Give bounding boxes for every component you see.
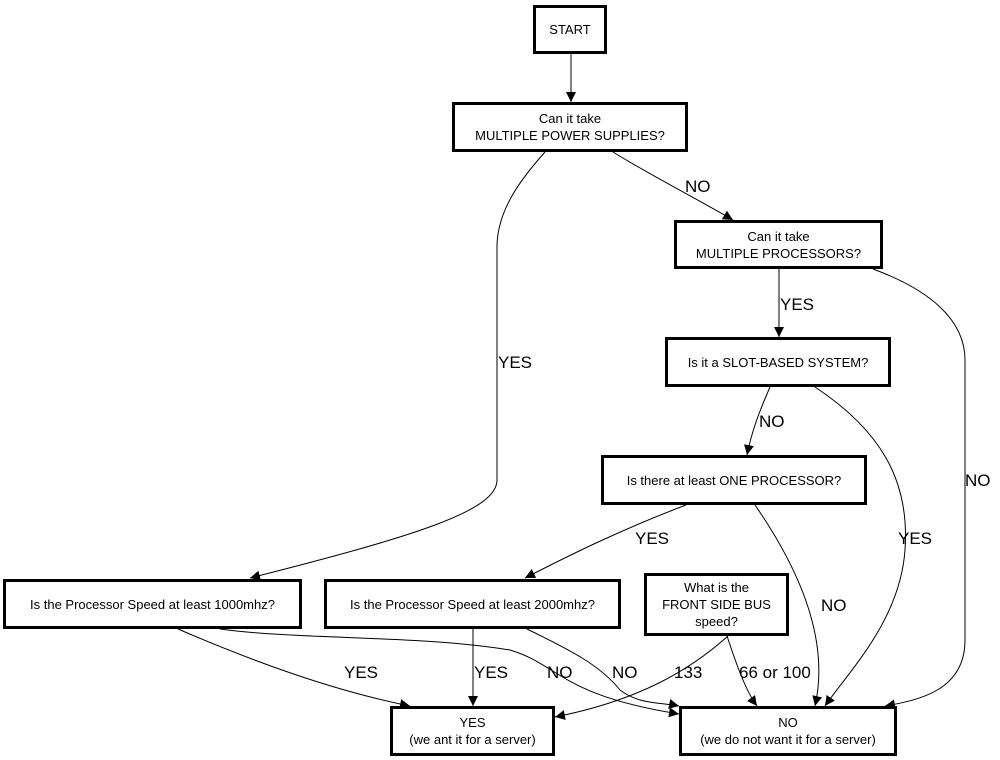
edge-label-power-no: NO [685, 177, 711, 196]
edge-oneproc-to-speed2000 [524, 504, 687, 579]
edge-fsb-to-no_end [726, 635, 758, 707]
edge-fsb-to-yes_end [554, 635, 729, 720]
edge-oneproc-to-no_end [754, 504, 823, 707]
node-slot-based-system: Is it a SLOT-BASED SYSTEM? [665, 337, 891, 387]
edge-label-speed1000-yes: YES [344, 663, 379, 682]
edge-power-to-multiproc [612, 151, 734, 221]
node-speed-2000mhz: Is the Processor Speed at least 2000mhz? [324, 579, 621, 629]
edge-label-multiproc-no: NO [965, 471, 991, 490]
node-front-side-bus: What is the FRONT SIDE BUS speed? [644, 573, 789, 636]
node-start: START [533, 5, 607, 54]
node-no-end: NO (we do not want it for a server) [679, 706, 897, 756]
edge-label-slot-no: NO [759, 412, 785, 431]
node-yes-end: YES (we ant it for a server) [390, 706, 555, 756]
edge-label-slot-yes: YES [898, 529, 933, 548]
edge-power-to-speed1000 [249, 151, 546, 581]
edge-label-speed2000-yes: YES [474, 663, 509, 682]
edge-speed1000-to-yes_end [177, 628, 411, 709]
edge-slot-to-no_end [814, 386, 907, 707]
edge-multiproc-to-no_end [872, 268, 966, 710]
edge-label-oneproc-yes: YES [635, 529, 670, 548]
edge-label-speed2000-no: NO [612, 663, 638, 682]
edge-label-power-yes: YES [498, 353, 533, 372]
edge-label-multiproc-yes: YES [780, 295, 815, 314]
node-at-least-one-processor: Is there at least ONE PROCESSOR? [601, 455, 867, 505]
edge-speed1000-to-no_end [219, 628, 680, 718]
node-speed-1000mhz: Is the Processor Speed at least 1000mhz? [3, 579, 302, 629]
edge-label-oneproc-no: NO [821, 596, 847, 615]
edge-label-fsb-66-or-100: 66 or 100 [739, 663, 811, 682]
edge-label-fsb-133: 133 [674, 663, 703, 682]
edge-slot-to-oneproc [744, 386, 771, 456]
node-multiple-processors: Can it take MULTIPLE PROCESSORS? [674, 220, 883, 269]
edge-label-speed1000-no: NO [547, 663, 573, 682]
node-multiple-power-supplies: Can it take MULTIPLE POWER SUPPLIES? [452, 102, 688, 152]
edge-speed2000-to-no_end [526, 628, 680, 709]
